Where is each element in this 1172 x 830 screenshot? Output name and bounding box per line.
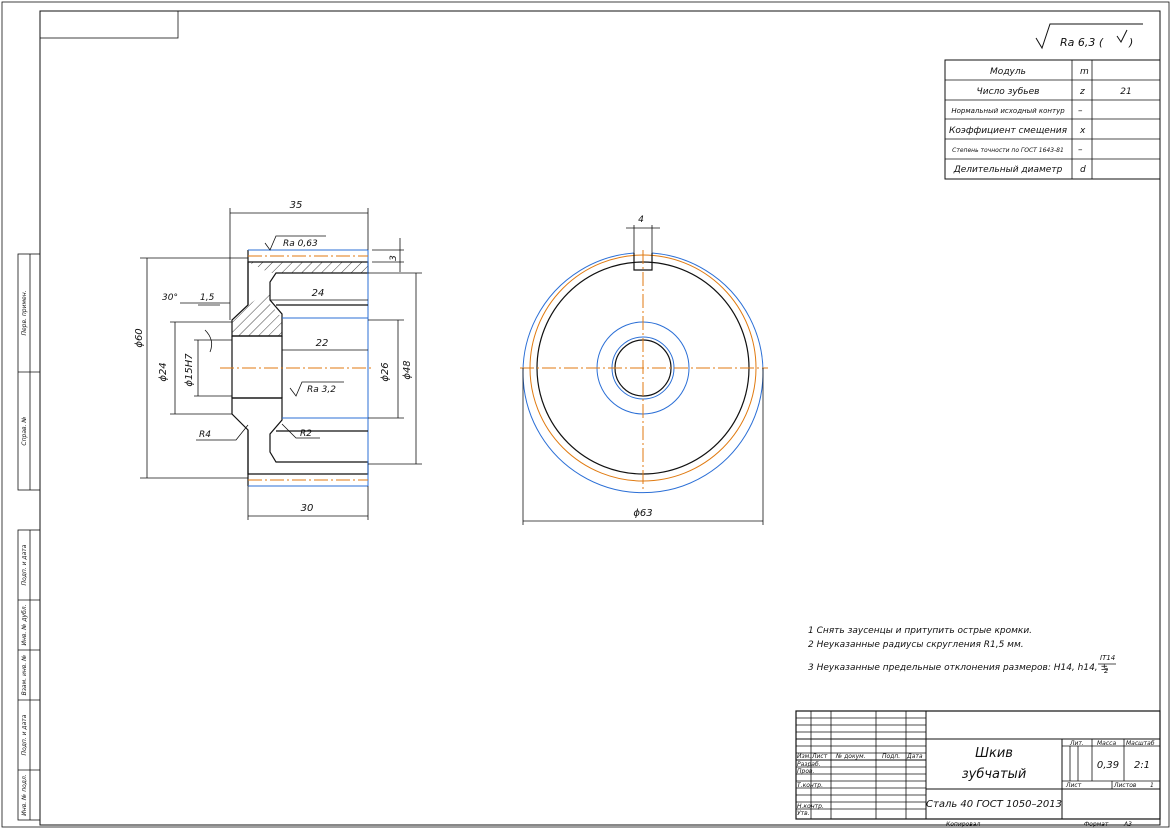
params-table: Модуль m Число зубьев z 21 Нормальный ис… — [944, 59, 1161, 180]
dim-phi60: ϕ60 — [134, 328, 145, 347]
tb-h-izm: Изм. — [797, 753, 811, 760]
section-lower-hatch — [231, 397, 369, 475]
side-stamp-7: Инв. № подл. — [21, 774, 28, 815]
dim-ra32: Ra 3,2 — [307, 385, 336, 395]
note-1: 1 Снять заусенцы и притупить острые кром… — [808, 626, 1032, 636]
note-2: 2 Неуказанные радиусы скругления R1,5 мм… — [808, 640, 1024, 650]
param-name-5: Делительный диаметр — [953, 165, 1063, 175]
dim-35: 35 — [290, 200, 303, 211]
tb-title-line1: Шкив — [975, 746, 1013, 761]
dim-r4: R4 — [199, 430, 211, 440]
side-stamp-6: Подп. и дата — [21, 714, 28, 755]
dim-4: 4 — [638, 215, 644, 225]
param-symbol-5: d — [1080, 165, 1086, 175]
dim-1-5: 1,5 — [200, 293, 215, 303]
roughness-tail: ) — [1128, 36, 1133, 49]
tb-title-line2: зубчатый — [962, 767, 1027, 782]
dim-phi48: ϕ48 — [402, 360, 413, 379]
dim-phi63: ϕ63 — [633, 508, 652, 519]
side-stamp-strip: Перв. примен. Справ. № Подп. и дата Инв.… — [17, 253, 41, 821]
param-symbol-4: – — [1078, 145, 1083, 155]
tb-r-utv: Утв. — [797, 810, 810, 817]
general-roughness: Ra 6,3 ( ) — [1035, 23, 1143, 50]
format-value: A3 — [1123, 821, 1132, 828]
tb-h-podp: Подп. — [882, 753, 900, 760]
tb-material: Сталь 40 ГОСТ 1050–2013 — [926, 799, 1062, 810]
dim-30deg: 30° — [162, 293, 178, 303]
tb-h-lit: Лит. — [1069, 740, 1084, 747]
roughness-check-icon — [1116, 29, 1128, 43]
param-symbol-3: x — [1079, 126, 1086, 136]
note-3-frac-den: 2 — [1104, 667, 1109, 675]
param-value-1: 21 — [1120, 87, 1131, 97]
param-name-0: Модуль — [990, 67, 1026, 77]
format-label: Формат — [1084, 821, 1109, 828]
side-stamp-3: Подп. и дата — [21, 544, 28, 585]
tb-masshtab: 2:1 — [1134, 760, 1150, 771]
tb-r-nkontr: Н.контр. — [797, 803, 824, 810]
param-name-3: Коэффициент смещения — [949, 126, 1068, 136]
tb-massa: 0,39 — [1097, 760, 1119, 771]
note-3: 3 Неуказанные предельные отклонения разм… — [808, 663, 1108, 673]
tb-r-razrab: Разраб. — [797, 761, 821, 768]
tb-h-massa: Масса — [1097, 740, 1116, 747]
tb-r-tkontr: Т.контр. — [797, 782, 823, 789]
note-3-frac-num: IT14 — [1100, 654, 1115, 662]
tb-list-label: Лист — [1065, 782, 1082, 789]
dim-30: 30 — [301, 503, 314, 514]
dim-24: 24 — [312, 288, 325, 299]
dim-phi24: ϕ24 — [158, 362, 169, 381]
tb-listov: 1 — [1150, 782, 1154, 789]
dim-3: 3 — [389, 255, 399, 261]
param-symbol-2: – — [1078, 106, 1083, 116]
side-stamp-2: Справ. № — [21, 416, 28, 445]
tb-h-docnum: № докум. — [835, 753, 866, 760]
section-view: 35 3 Ra 0,63 30° 1,5 24 22 ϕ60 ϕ24 — [134, 200, 422, 520]
title-block: Изм. Лист № докум. Подп. Дата Разраб. Пр… — [795, 710, 1161, 820]
side-stamp-5: Взам. инв. № — [21, 655, 28, 696]
tb-listov-label: Листов — [1113, 782, 1137, 789]
dim-ra063: Ra 0,63 — [283, 239, 318, 249]
front-view: 4 ϕ63 — [520, 215, 768, 525]
dim-22: 22 — [316, 338, 329, 349]
tb-h-masshtab: Масштаб — [1126, 740, 1155, 747]
side-stamp-1: Перв. примен. — [21, 290, 28, 335]
svg-text:Ra 6,3 (: Ra 6,3 ( — [1060, 36, 1104, 49]
tb-r-prov: Пров. — [797, 768, 815, 775]
dim-phi26: ϕ26 — [380, 362, 391, 381]
dim-phi15h7: ϕ15H7 — [184, 353, 195, 387]
side-stamp-4: Инв. № дубл. — [21, 604, 28, 645]
dim-r2: R2 — [300, 429, 312, 439]
roughness-main: Ra 6,3 ( — [1060, 36, 1104, 49]
tb-h-data: Дата — [906, 753, 923, 760]
param-name-2: Нормальный исходный контур — [951, 107, 1065, 115]
param-symbol-1: z — [1079, 87, 1085, 97]
technical-notes: 1 Снять заусенцы и притупить острые кром… — [808, 626, 1116, 675]
tb-h-list: Лист — [811, 753, 828, 760]
param-symbol-0: m — [1080, 67, 1089, 77]
param-name-1: Число зубьев — [977, 87, 1040, 97]
kopiroval-label: Копировал — [946, 821, 980, 828]
param-name-4: Степень точности по ГОСТ 1643-81 — [952, 147, 1064, 154]
top-left-stamp-box — [39, 10, 179, 39]
